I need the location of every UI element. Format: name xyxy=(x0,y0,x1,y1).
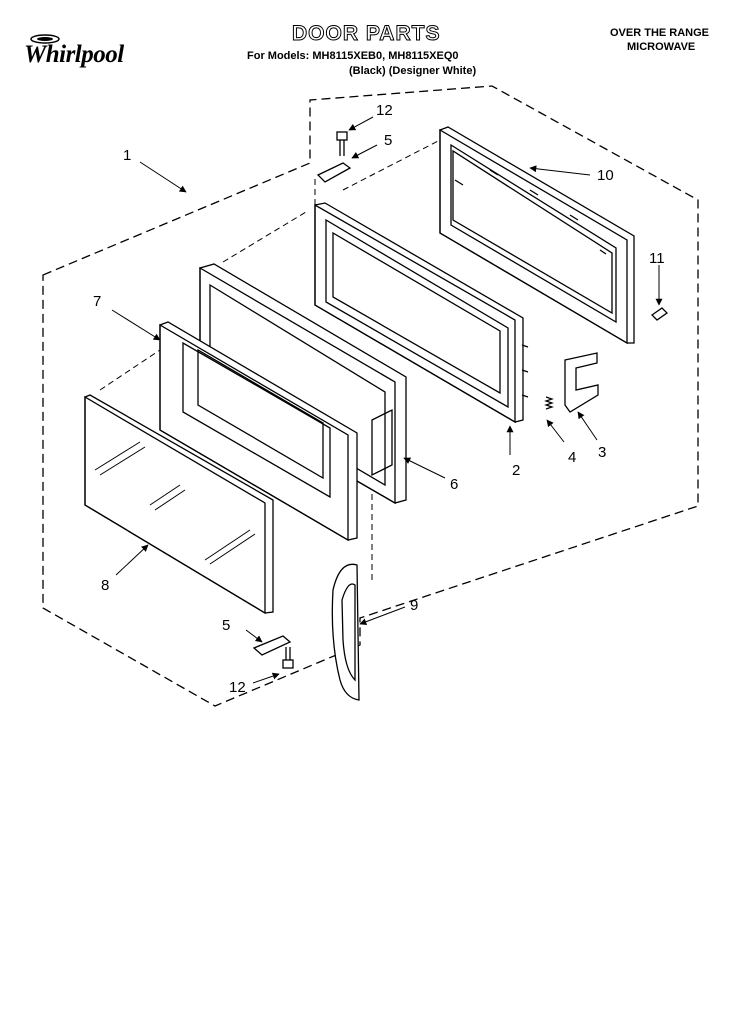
part-12-screw-bottom xyxy=(282,647,294,669)
callout-12-top: 12 xyxy=(376,102,393,119)
assembly-boundary xyxy=(42,85,699,707)
callout-7: 7 xyxy=(93,293,101,310)
part-8-glass-panel xyxy=(84,394,274,615)
assembly-guides xyxy=(99,139,441,580)
whirlpool-logo xyxy=(20,30,155,80)
callout-2: 2 xyxy=(512,462,520,479)
callout-12-bottom: 12 xyxy=(229,679,246,696)
callout-9: 9 xyxy=(410,597,418,614)
models-line: For Models: MH8115XEB0, MH8115XEQ0 xyxy=(247,50,459,62)
callout-1: 1 xyxy=(123,147,131,164)
part-9-handle xyxy=(331,563,360,701)
page-title: DOOR PARTS xyxy=(291,22,441,46)
part-5-hinge-bottom xyxy=(252,635,292,656)
product-type-line2: MICROWAVE xyxy=(627,41,696,53)
part-10-frame xyxy=(439,126,635,345)
callout-6: 6 xyxy=(450,476,458,493)
logo-swoosh-icon xyxy=(30,34,60,44)
callout-5-top: 5 xyxy=(384,132,392,149)
callout-8: 8 xyxy=(101,577,109,594)
product-type-line1: OVER THE RANGE xyxy=(610,27,710,39)
variants-line: (Black) (Designer White) xyxy=(349,65,477,77)
part-12-screw-top xyxy=(336,131,348,156)
brand-name: Whirlpool xyxy=(24,41,124,68)
part-11-screw xyxy=(650,307,669,321)
callout-11: 11 xyxy=(649,250,665,267)
part-4-spring xyxy=(544,396,554,410)
part-2-inner-door xyxy=(314,202,529,424)
part-5-hinge-top xyxy=(316,162,352,183)
callout-10: 10 xyxy=(597,167,614,184)
callout-5-bottom: 5 xyxy=(222,617,230,634)
part-3-latch xyxy=(564,352,599,413)
callout-3: 3 xyxy=(598,444,606,461)
part-7-door-frame xyxy=(159,321,358,542)
callout-4: 4 xyxy=(568,449,576,466)
